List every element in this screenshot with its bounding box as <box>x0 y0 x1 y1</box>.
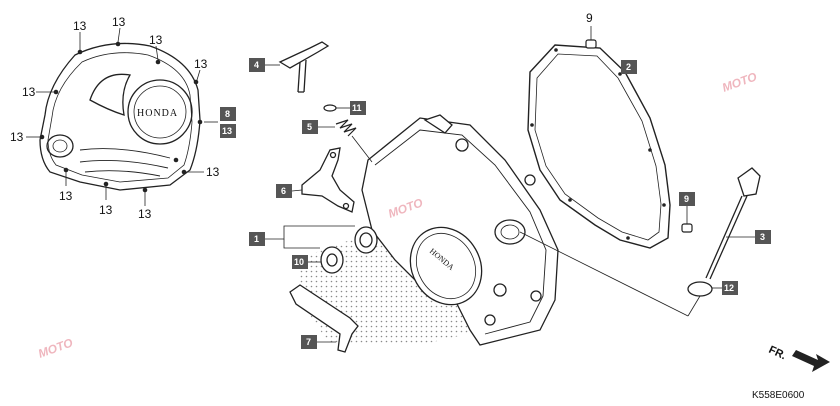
part-box-3-label: 3 <box>760 232 765 242</box>
part-box-4 <box>249 58 265 72</box>
callout-13-right-upper: 13 <box>194 57 208 71</box>
part-box-13-label: 13 <box>222 126 232 136</box>
callout-13-bottom: 13 <box>99 203 113 217</box>
assembly-reference-line <box>519 231 689 317</box>
part-box-9-label: 9 <box>684 194 689 204</box>
part-box-8 <box>220 107 236 121</box>
callout-13-right-lower: 13 <box>206 165 220 179</box>
part-2-gasket <box>527 44 671 249</box>
part-box-5 <box>302 120 318 134</box>
part-12-o-ring <box>687 281 713 297</box>
callout-13-top-right: 13 <box>149 33 163 47</box>
front-arrow-icon <box>792 350 830 372</box>
cover-emblem-oval <box>409 226 483 306</box>
part-5-spring <box>335 119 357 137</box>
part-7-guide-plate <box>289 284 359 353</box>
callout-13-bottom-left: 13 <box>59 189 73 203</box>
front-direction-indicator: FR. <box>767 344 830 372</box>
part-box-7 <box>301 335 317 349</box>
callout-13-top-left: 13 <box>73 19 87 33</box>
part-box-10 <box>292 255 308 269</box>
outer-cover-assembly <box>26 27 218 206</box>
part-box-5-label: 5 <box>307 122 312 132</box>
cover-emblem-ring <box>127 79 193 145</box>
part-3-oil-dipstick <box>705 167 761 280</box>
part-box-9 <box>679 192 695 206</box>
part-box-11 <box>350 101 366 115</box>
part-box-10-label: 10 <box>294 257 304 267</box>
part-box-4-label: 4 <box>254 60 259 70</box>
part-box-12 <box>722 281 738 295</box>
part-11-clip <box>323 104 337 112</box>
part-4-lever <box>278 41 330 93</box>
brand-mark-left: HONDA <box>137 108 178 119</box>
part-1-oil-seal <box>354 226 378 254</box>
part-box-1 <box>249 232 265 246</box>
part-box-6 <box>276 184 292 198</box>
watermark-top-right: MOTO <box>720 69 759 95</box>
part-10-bearing <box>320 246 344 274</box>
cover-inspection-window <box>46 134 74 158</box>
part-box-11-label: 11 <box>352 103 362 113</box>
crankcase-right-cover <box>361 114 559 346</box>
part-9-dowel-pins <box>585 39 693 233</box>
part-box-6-label: 6 <box>281 186 286 196</box>
front-direction-label: FR. <box>767 344 788 362</box>
callout-9-top: 9 <box>586 11 593 25</box>
part-box-2-label: 2 <box>626 62 631 72</box>
part-box-3 <box>755 230 771 244</box>
part-box-12-label: 12 <box>724 283 734 293</box>
part-box-7-label: 7 <box>306 337 311 347</box>
callout-13-left: 13 <box>10 130 24 144</box>
drawing-code: K558E0600 <box>752 390 805 401</box>
cover-bolt-holes <box>39 41 203 193</box>
callout-13-bottom-right: 13 <box>138 207 152 221</box>
part-6-bracket <box>301 147 355 213</box>
part-box-8-label: 8 <box>225 109 230 119</box>
part-box-13 <box>220 124 236 138</box>
part-box-2 <box>621 60 637 74</box>
callout-13-top: 13 <box>112 15 126 29</box>
part-box-1-label: 1 <box>254 234 259 244</box>
watermark-bottom-left: MOTO <box>36 335 75 361</box>
callout-13-left-upper: 13 <box>22 85 36 99</box>
